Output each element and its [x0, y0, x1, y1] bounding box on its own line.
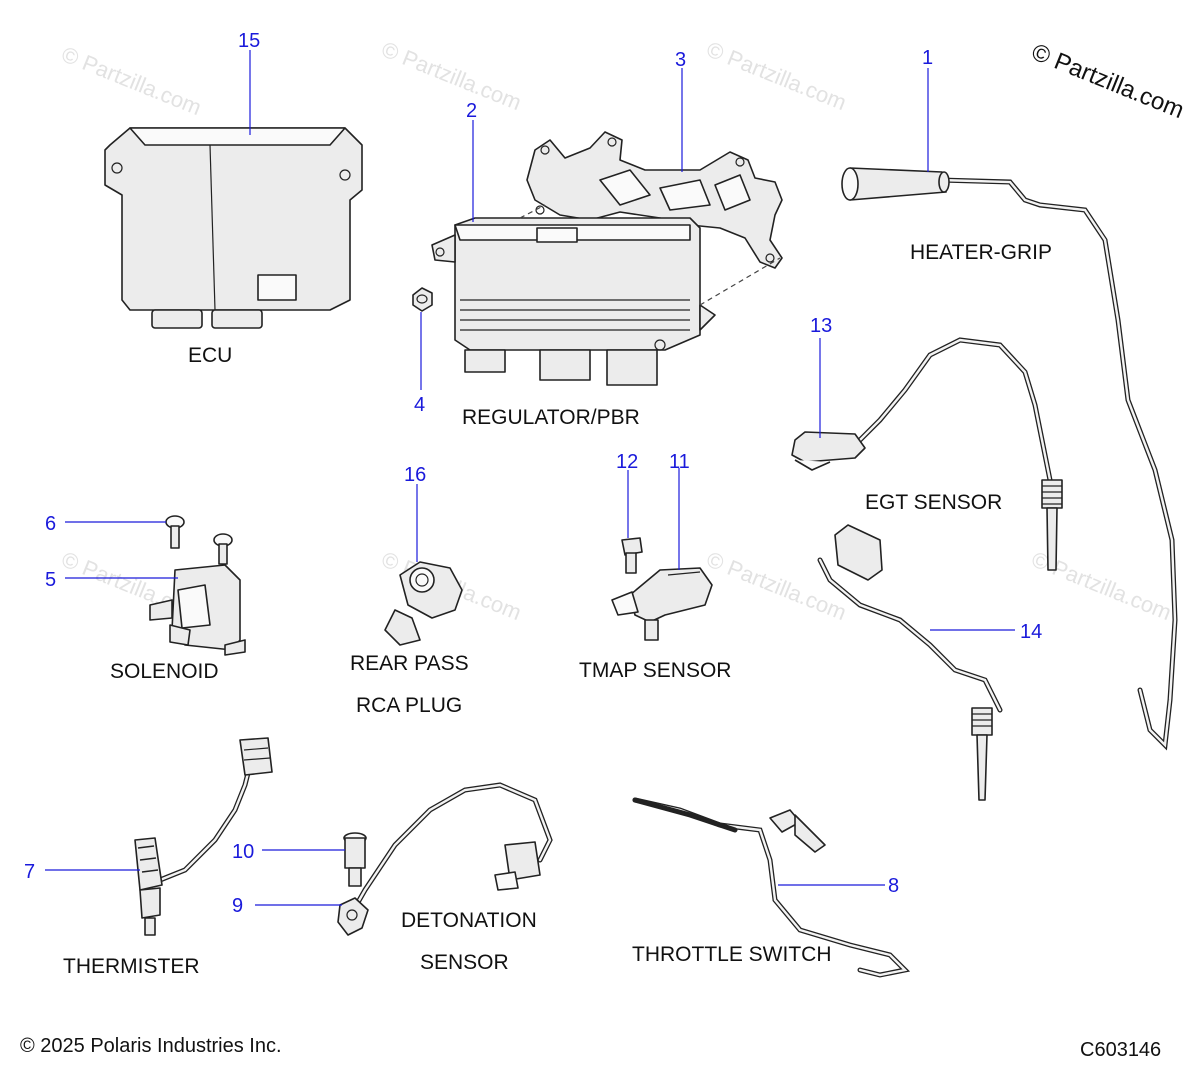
callout-14[interactable]: 14	[1020, 621, 1042, 643]
part-solenoid[interactable]	[149, 564, 246, 656]
part-rca-plug[interactable]	[384, 561, 463, 646]
label-thermister: THERMISTER	[63, 955, 200, 978]
callout-7[interactable]: 7	[24, 861, 35, 883]
part-tmap-sensor[interactable]	[611, 567, 713, 641]
callout-12[interactable]: 12	[616, 451, 638, 473]
part-thermister[interactable]	[134, 737, 273, 936]
footer-diagram-code: C603146	[1080, 1039, 1161, 1061]
part-ecu[interactable]	[104, 127, 363, 329]
footer-copyright: © 2025 Polaris Industries Inc.	[20, 1035, 282, 1057]
watermark: © Partzilla.com	[703, 36, 850, 115]
watermark: © Partzilla.com	[703, 546, 850, 625]
callout-9[interactable]: 9	[232, 895, 243, 917]
callout-16[interactable]: 16	[404, 464, 426, 486]
label-solenoid: SOLENOID	[110, 660, 219, 683]
part-regulator[interactable]	[431, 204, 781, 386]
callout-6[interactable]: 6	[45, 513, 56, 535]
label-sensor: SENSOR	[420, 951, 509, 974]
callout-10[interactable]: 10	[232, 841, 254, 863]
watermark: © Partzilla.com	[378, 36, 525, 115]
callout-8[interactable]: 8	[888, 875, 899, 897]
callout-4[interactable]: 4	[414, 394, 425, 416]
brand-watermark: © Partzilla.com	[1028, 39, 1188, 125]
part-screws[interactable]	[165, 515, 233, 565]
part-bolt[interactable]	[621, 537, 643, 574]
callout-3[interactable]: 3	[675, 49, 686, 71]
part-nut[interactable]	[412, 287, 433, 312]
label-egt-sensor: EGT SENSOR	[865, 491, 1002, 514]
callout-5[interactable]: 5	[45, 569, 56, 591]
label-ecu: ECU	[188, 344, 232, 367]
watermark: © Partzilla.com	[58, 41, 205, 120]
label-throttle-switch: THROTTLE SWITCH	[632, 943, 832, 966]
part-egt-sensor-2[interactable]	[817, 524, 1003, 801]
label-tmap-sensor: TMAP SENSOR	[579, 659, 731, 682]
callout-11[interactable]: 11	[669, 451, 690, 473]
callout-15[interactable]: 15	[238, 30, 260, 52]
part-egt-sensor[interactable]	[791, 337, 1063, 571]
label-heater-grip: HEATER-GRIP	[910, 241, 1052, 264]
part-bracket[interactable]	[526, 131, 783, 269]
label-detonation: DETONATION	[401, 909, 537, 932]
part-bolt-10[interactable]	[343, 832, 367, 887]
label-rear-pass: REAR PASS	[350, 652, 469, 675]
part-detonation-sensor[interactable]	[337, 782, 553, 936]
label-regulator: REGULATOR/PBR	[462, 406, 640, 429]
callout-13[interactable]: 13	[810, 315, 832, 337]
part-throttle-switch[interactable]	[632, 797, 911, 978]
callout-2[interactable]: 2	[466, 100, 477, 122]
part-heater-grip[interactable]	[841, 167, 1178, 751]
label-rca-plug: RCA PLUG	[356, 694, 462, 717]
callout-1[interactable]: 1	[922, 47, 933, 69]
